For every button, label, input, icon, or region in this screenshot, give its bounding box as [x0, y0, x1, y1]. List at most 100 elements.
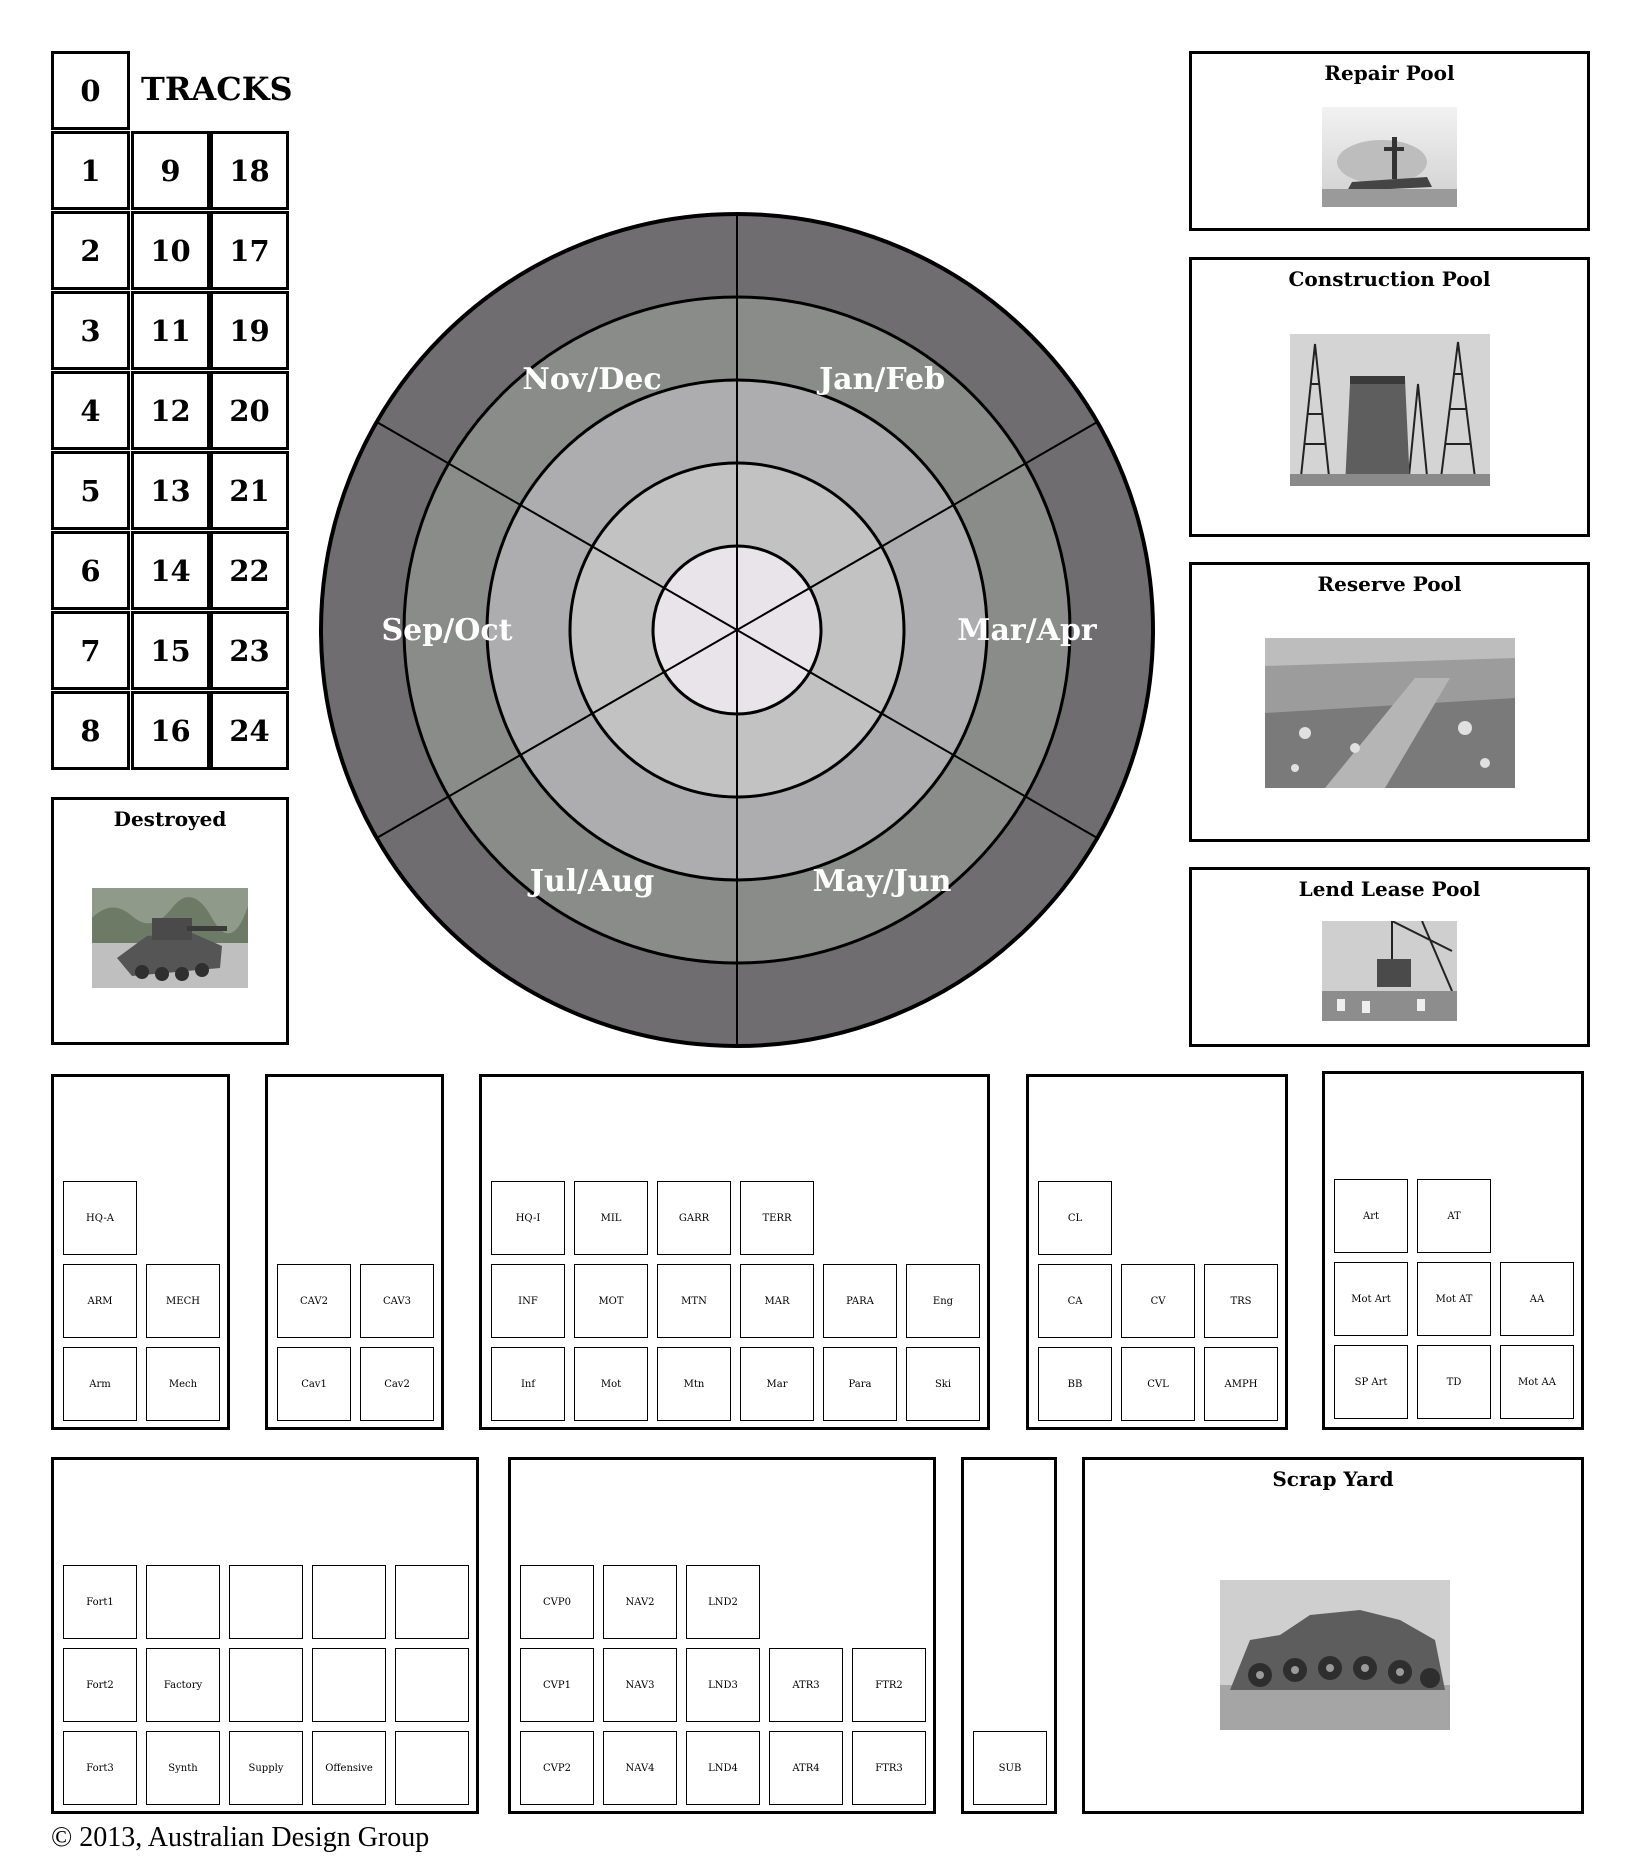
- unit-slot[interactable]: HQ-I: [491, 1181, 565, 1255]
- unit-slot[interactable]: MIL: [574, 1181, 648, 1255]
- unit-slot[interactable]: SUB: [973, 1731, 1047, 1805]
- unit-slot[interactable]: [229, 1565, 303, 1639]
- unit-slot[interactable]: LND3: [686, 1648, 760, 1722]
- unit-slot[interactable]: PARA: [823, 1264, 897, 1338]
- unit-slot[interactable]: ATR3: [769, 1648, 843, 1722]
- unit-slot[interactable]: Arm: [63, 1347, 137, 1421]
- artillery-box[interactable]: Art AT Mot Art Mot AT AA SP Art TD Mot A…: [1322, 1071, 1584, 1430]
- track-box[interactable]: 17: [210, 211, 289, 290]
- unit-slot[interactable]: [312, 1565, 386, 1639]
- armor-box[interactable]: HQ-A ARM MECH Arm Mech: [51, 1074, 230, 1430]
- unit-slot[interactable]: Synth: [146, 1731, 220, 1805]
- unit-slot[interactable]: [395, 1731, 469, 1805]
- unit-slot[interactable]: HQ-A: [63, 1181, 137, 1255]
- unit-slot[interactable]: Offensive: [312, 1731, 386, 1805]
- forts-box[interactable]: Fort1 Fort2 Factory Fort3 Synth Supply O…: [51, 1457, 479, 1814]
- unit-slot[interactable]: MECH: [146, 1264, 220, 1338]
- unit-slot[interactable]: AA: [1500, 1262, 1574, 1336]
- destroyed-box[interactable]: Destroyed: [51, 797, 289, 1045]
- unit-slot[interactable]: INF: [491, 1264, 565, 1338]
- track-box[interactable]: 20: [210, 371, 289, 450]
- unit-slot[interactable]: [229, 1648, 303, 1722]
- track-box[interactable]: 11: [131, 291, 210, 370]
- construction-pool-box[interactable]: Construction Pool: [1189, 257, 1590, 537]
- unit-slot[interactable]: CVP1: [520, 1648, 594, 1722]
- track-box[interactable]: 3: [51, 291, 130, 370]
- unit-slot[interactable]: Mot: [574, 1347, 648, 1421]
- scrap-yard-box[interactable]: Scrap Yard: [1082, 1457, 1584, 1814]
- unit-slot[interactable]: CVP0: [520, 1565, 594, 1639]
- infantry-box[interactable]: HQ-I MIL GARR TERR INF MOT MTN MAR PARA …: [479, 1074, 990, 1430]
- unit-slot[interactable]: Mech: [146, 1347, 220, 1421]
- unit-slot[interactable]: Eng: [906, 1264, 980, 1338]
- unit-slot[interactable]: TERR: [740, 1181, 814, 1255]
- unit-slot[interactable]: [312, 1648, 386, 1722]
- track-box[interactable]: 22: [210, 531, 289, 610]
- unit-slot[interactable]: CVP2: [520, 1731, 594, 1805]
- reserve-pool-box[interactable]: Reserve Pool: [1189, 562, 1590, 842]
- unit-slot[interactable]: FTR3: [852, 1731, 926, 1805]
- unit-slot[interactable]: AMPH: [1204, 1347, 1278, 1421]
- track-box[interactable]: 19: [210, 291, 289, 370]
- track-box[interactable]: 15: [131, 611, 210, 690]
- unit-slot[interactable]: Mot Art: [1334, 1262, 1408, 1336]
- sub-box[interactable]: SUB: [961, 1457, 1057, 1814]
- track-box[interactable]: 8: [51, 691, 130, 770]
- unit-slot[interactable]: BB: [1038, 1347, 1112, 1421]
- unit-slot[interactable]: [395, 1565, 469, 1639]
- unit-slot[interactable]: Art: [1334, 1179, 1408, 1253]
- repair-pool-box[interactable]: Repair Pool: [1189, 51, 1590, 231]
- unit-slot[interactable]: Mar: [740, 1347, 814, 1421]
- unit-slot[interactable]: Ski: [906, 1347, 980, 1421]
- unit-slot[interactable]: Mot AT: [1417, 1262, 1491, 1336]
- air-box[interactable]: CVP0 NAV2 LND2 CVP1 NAV3 LND3 ATR3 FTR2 …: [508, 1457, 936, 1814]
- unit-slot[interactable]: Cav2: [360, 1347, 434, 1421]
- unit-slot[interactable]: SP Art: [1334, 1345, 1408, 1419]
- track-box[interactable]: 14: [131, 531, 210, 610]
- unit-slot[interactable]: Mtn: [657, 1347, 731, 1421]
- unit-slot[interactable]: ARM: [63, 1264, 137, 1338]
- unit-slot[interactable]: CAV3: [360, 1264, 434, 1338]
- unit-slot[interactable]: Fort1: [63, 1565, 137, 1639]
- unit-slot[interactable]: TRS: [1204, 1264, 1278, 1338]
- unit-slot[interactable]: Fort3: [63, 1731, 137, 1805]
- track-box[interactable]: 18: [210, 131, 289, 210]
- track-box[interactable]: 1: [51, 131, 130, 210]
- cavalry-box[interactable]: CAV2 CAV3 Cav1 Cav2: [265, 1074, 444, 1430]
- unit-slot[interactable]: Para: [823, 1347, 897, 1421]
- unit-slot[interactable]: LND4: [686, 1731, 760, 1805]
- unit-slot[interactable]: CAV2: [277, 1264, 351, 1338]
- track-box[interactable]: 7: [51, 611, 130, 690]
- track-box[interactable]: 12: [131, 371, 210, 450]
- unit-slot[interactable]: GARR: [657, 1181, 731, 1255]
- unit-slot[interactable]: NAV2: [603, 1565, 677, 1639]
- lend-lease-pool-box[interactable]: Lend Lease Pool: [1189, 867, 1590, 1047]
- naval-box[interactable]: CL CA CV TRS BB CVL AMPH: [1026, 1074, 1288, 1430]
- unit-slot[interactable]: Factory: [146, 1648, 220, 1722]
- unit-slot[interactable]: LND2: [686, 1565, 760, 1639]
- track-box[interactable]: 6: [51, 531, 130, 610]
- unit-slot[interactable]: NAV4: [603, 1731, 677, 1805]
- track-box[interactable]: 23: [210, 611, 289, 690]
- unit-slot[interactable]: NAV3: [603, 1648, 677, 1722]
- unit-slot[interactable]: Supply: [229, 1731, 303, 1805]
- track-box[interactable]: 21: [210, 451, 289, 530]
- track-box[interactable]: 5: [51, 451, 130, 530]
- track-box-0[interactable]: 0: [51, 51, 130, 130]
- unit-slot[interactable]: CL: [1038, 1181, 1112, 1255]
- unit-slot[interactable]: [395, 1648, 469, 1722]
- unit-slot[interactable]: Inf: [491, 1347, 565, 1421]
- unit-slot[interactable]: MAR: [740, 1264, 814, 1338]
- track-box[interactable]: 24: [210, 691, 289, 770]
- unit-slot[interactable]: MTN: [657, 1264, 731, 1338]
- unit-slot[interactable]: CA: [1038, 1264, 1112, 1338]
- unit-slot[interactable]: Fort2: [63, 1648, 137, 1722]
- unit-slot[interactable]: CV: [1121, 1264, 1195, 1338]
- unit-slot[interactable]: AT: [1417, 1179, 1491, 1253]
- unit-slot[interactable]: TD: [1417, 1345, 1491, 1419]
- unit-slot[interactable]: FTR2: [852, 1648, 926, 1722]
- unit-slot[interactable]: [146, 1565, 220, 1639]
- unit-slot[interactable]: CVL: [1121, 1347, 1195, 1421]
- track-box[interactable]: 2: [51, 211, 130, 290]
- track-box[interactable]: 4: [51, 371, 130, 450]
